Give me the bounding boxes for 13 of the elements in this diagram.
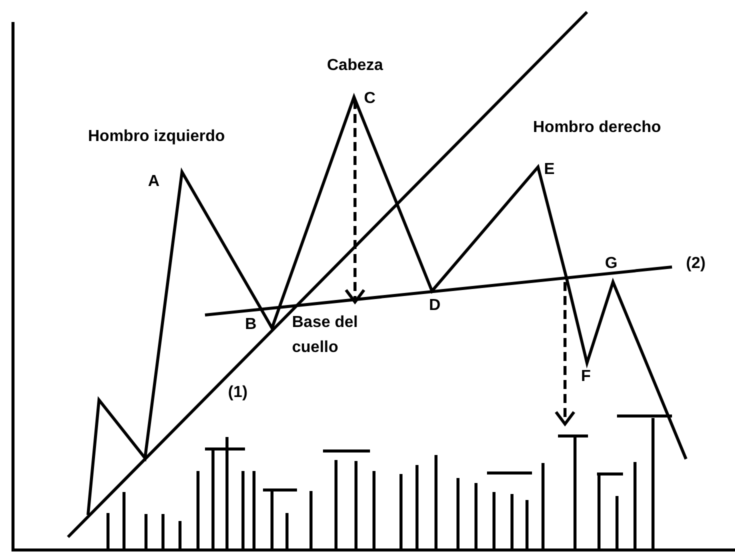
point-label: G bbox=[605, 254, 618, 274]
point-label: C bbox=[364, 89, 376, 109]
point-label: B bbox=[245, 315, 257, 335]
line-label: (1) bbox=[228, 383, 248, 403]
point-label: F bbox=[581, 367, 591, 387]
chart-label: Base del cuello bbox=[292, 313, 359, 358]
point-label: E bbox=[544, 160, 555, 180]
point-label: A bbox=[148, 172, 160, 192]
chart-label: Cabeza bbox=[327, 56, 384, 76]
chart-label: Hombro derecho bbox=[533, 118, 662, 138]
chart-label: Hombro izquierdo bbox=[88, 127, 225, 147]
point-label: D bbox=[429, 296, 441, 316]
line-label: (2) bbox=[686, 254, 706, 274]
